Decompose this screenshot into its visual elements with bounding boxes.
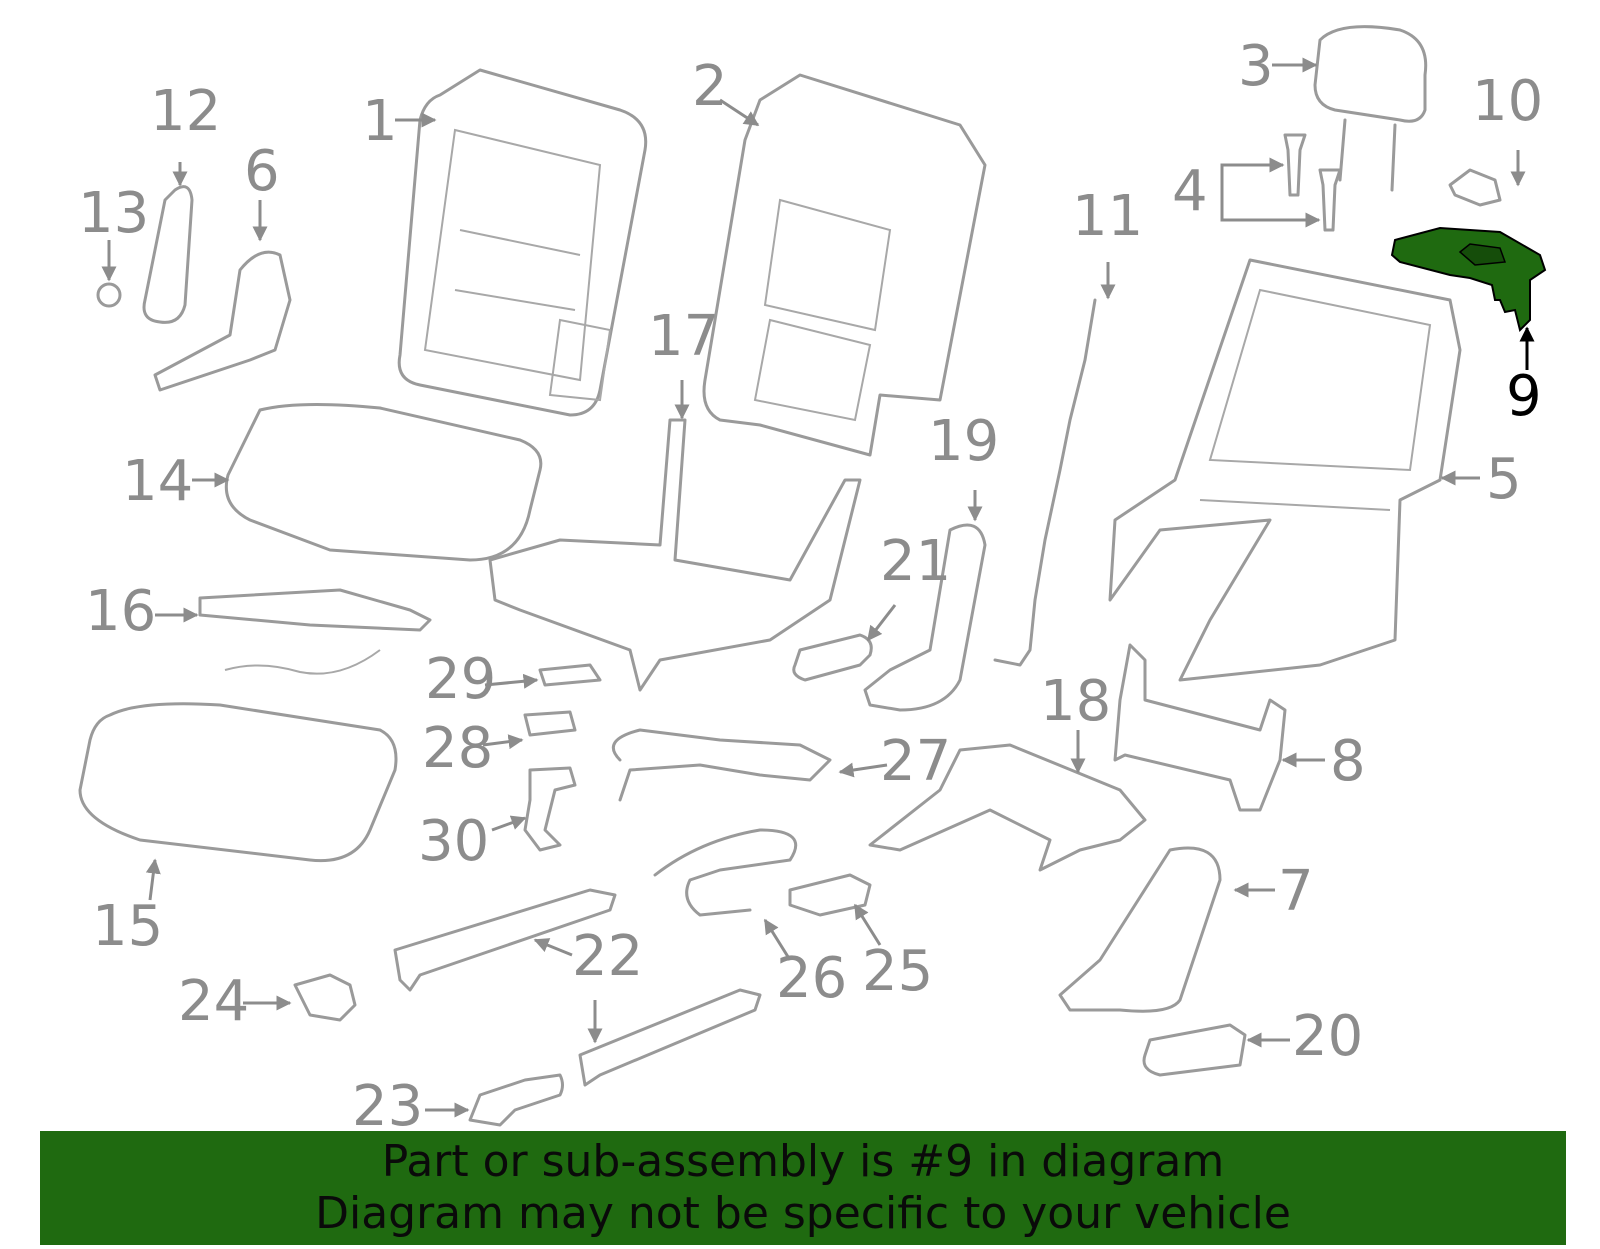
callout-19: 19	[928, 409, 999, 474]
info-banner: Part or sub-assembly is #9 in diagram Di…	[40, 1131, 1566, 1245]
callout-7: 7	[1278, 859, 1314, 924]
callout-26: 26	[776, 946, 847, 1011]
callout-1: 1	[362, 89, 398, 154]
part-4-guides	[1283, 133, 1342, 232]
part-26-cable	[653, 828, 798, 917]
callout-28: 28	[422, 716, 493, 781]
callout-21: 21	[880, 529, 951, 594]
callout-15: 15	[92, 894, 163, 959]
banner-line-2: Diagram may not be specific to your vehi…	[315, 1188, 1291, 1239]
part-2-seatback-panel	[702, 73, 987, 457]
part-18-rod	[868, 743, 1147, 872]
callout-29: 29	[425, 647, 496, 712]
callout-14: 14	[122, 449, 193, 514]
part-22-rail	[393, 888, 617, 992]
callout-5: 5	[1486, 447, 1522, 512]
leader-lines	[101, 57, 1535, 1118]
part-29-sensor	[538, 663, 602, 687]
part-15-cushion-pad	[78, 702, 398, 863]
part-22-rail-lower	[578, 988, 762, 1087]
part-13-cap	[96, 282, 122, 308]
callout-16: 16	[85, 579, 156, 644]
callout-13: 13	[78, 181, 149, 246]
part-28-connector	[523, 710, 577, 737]
callout-12: 12	[150, 79, 221, 144]
callout-18: 18	[1040, 669, 1111, 734]
callout-10: 10	[1472, 69, 1543, 134]
callout-8: 8	[1330, 729, 1366, 794]
part-19-trim	[863, 523, 987, 712]
callout-23: 23	[352, 1074, 423, 1139]
callout-3: 3	[1238, 34, 1274, 99]
part-12-armrest	[142, 185, 194, 324]
callout-9: 9	[1506, 364, 1542, 429]
part-21-handle	[792, 633, 873, 682]
callout-6: 6	[244, 139, 280, 204]
banner-line-1: Part or sub-assembly is #9 in diagram	[381, 1136, 1225, 1187]
callout-27: 27	[880, 729, 951, 794]
callout-labels: 1 2 3 4 5 6 7 8 9 10 11 12 13 14 15 16 1…	[78, 34, 1543, 1139]
part-23-cover	[468, 1073, 564, 1127]
part-11-cable	[993, 298, 1097, 667]
part-10-clip	[1448, 168, 1502, 207]
callout-30: 30	[418, 809, 489, 874]
part-14-cushion-cover	[224, 402, 543, 562]
part-3-headrest	[1313, 25, 1428, 192]
part-20-cover	[1142, 1023, 1247, 1077]
part-8-bracket	[1113, 643, 1287, 812]
part-16-pan	[198, 588, 432, 632]
callout-4: 4	[1172, 159, 1208, 224]
part-6-side-cover	[153, 250, 292, 392]
part-5-seatback-frame	[1108, 258, 1462, 682]
part-30-harness	[523, 766, 577, 852]
callout-17: 17	[648, 304, 719, 369]
callout-22: 22	[572, 924, 643, 989]
part-1-seatback-cover	[397, 68, 648, 417]
callout-24: 24	[178, 969, 249, 1034]
callout-2: 2	[692, 54, 728, 119]
part-27-harness	[611, 728, 832, 802]
part-17-seat-frame	[488, 418, 862, 692]
part-9-highlighted	[1390, 226, 1547, 332]
callout-11: 11	[1072, 184, 1143, 249]
callout-20: 20	[1292, 1004, 1363, 1069]
part-7-cover	[1058, 846, 1222, 1013]
part-24-cover	[293, 973, 357, 1022]
part-16-harness	[224, 649, 381, 675]
callout-25: 25	[862, 939, 933, 1004]
